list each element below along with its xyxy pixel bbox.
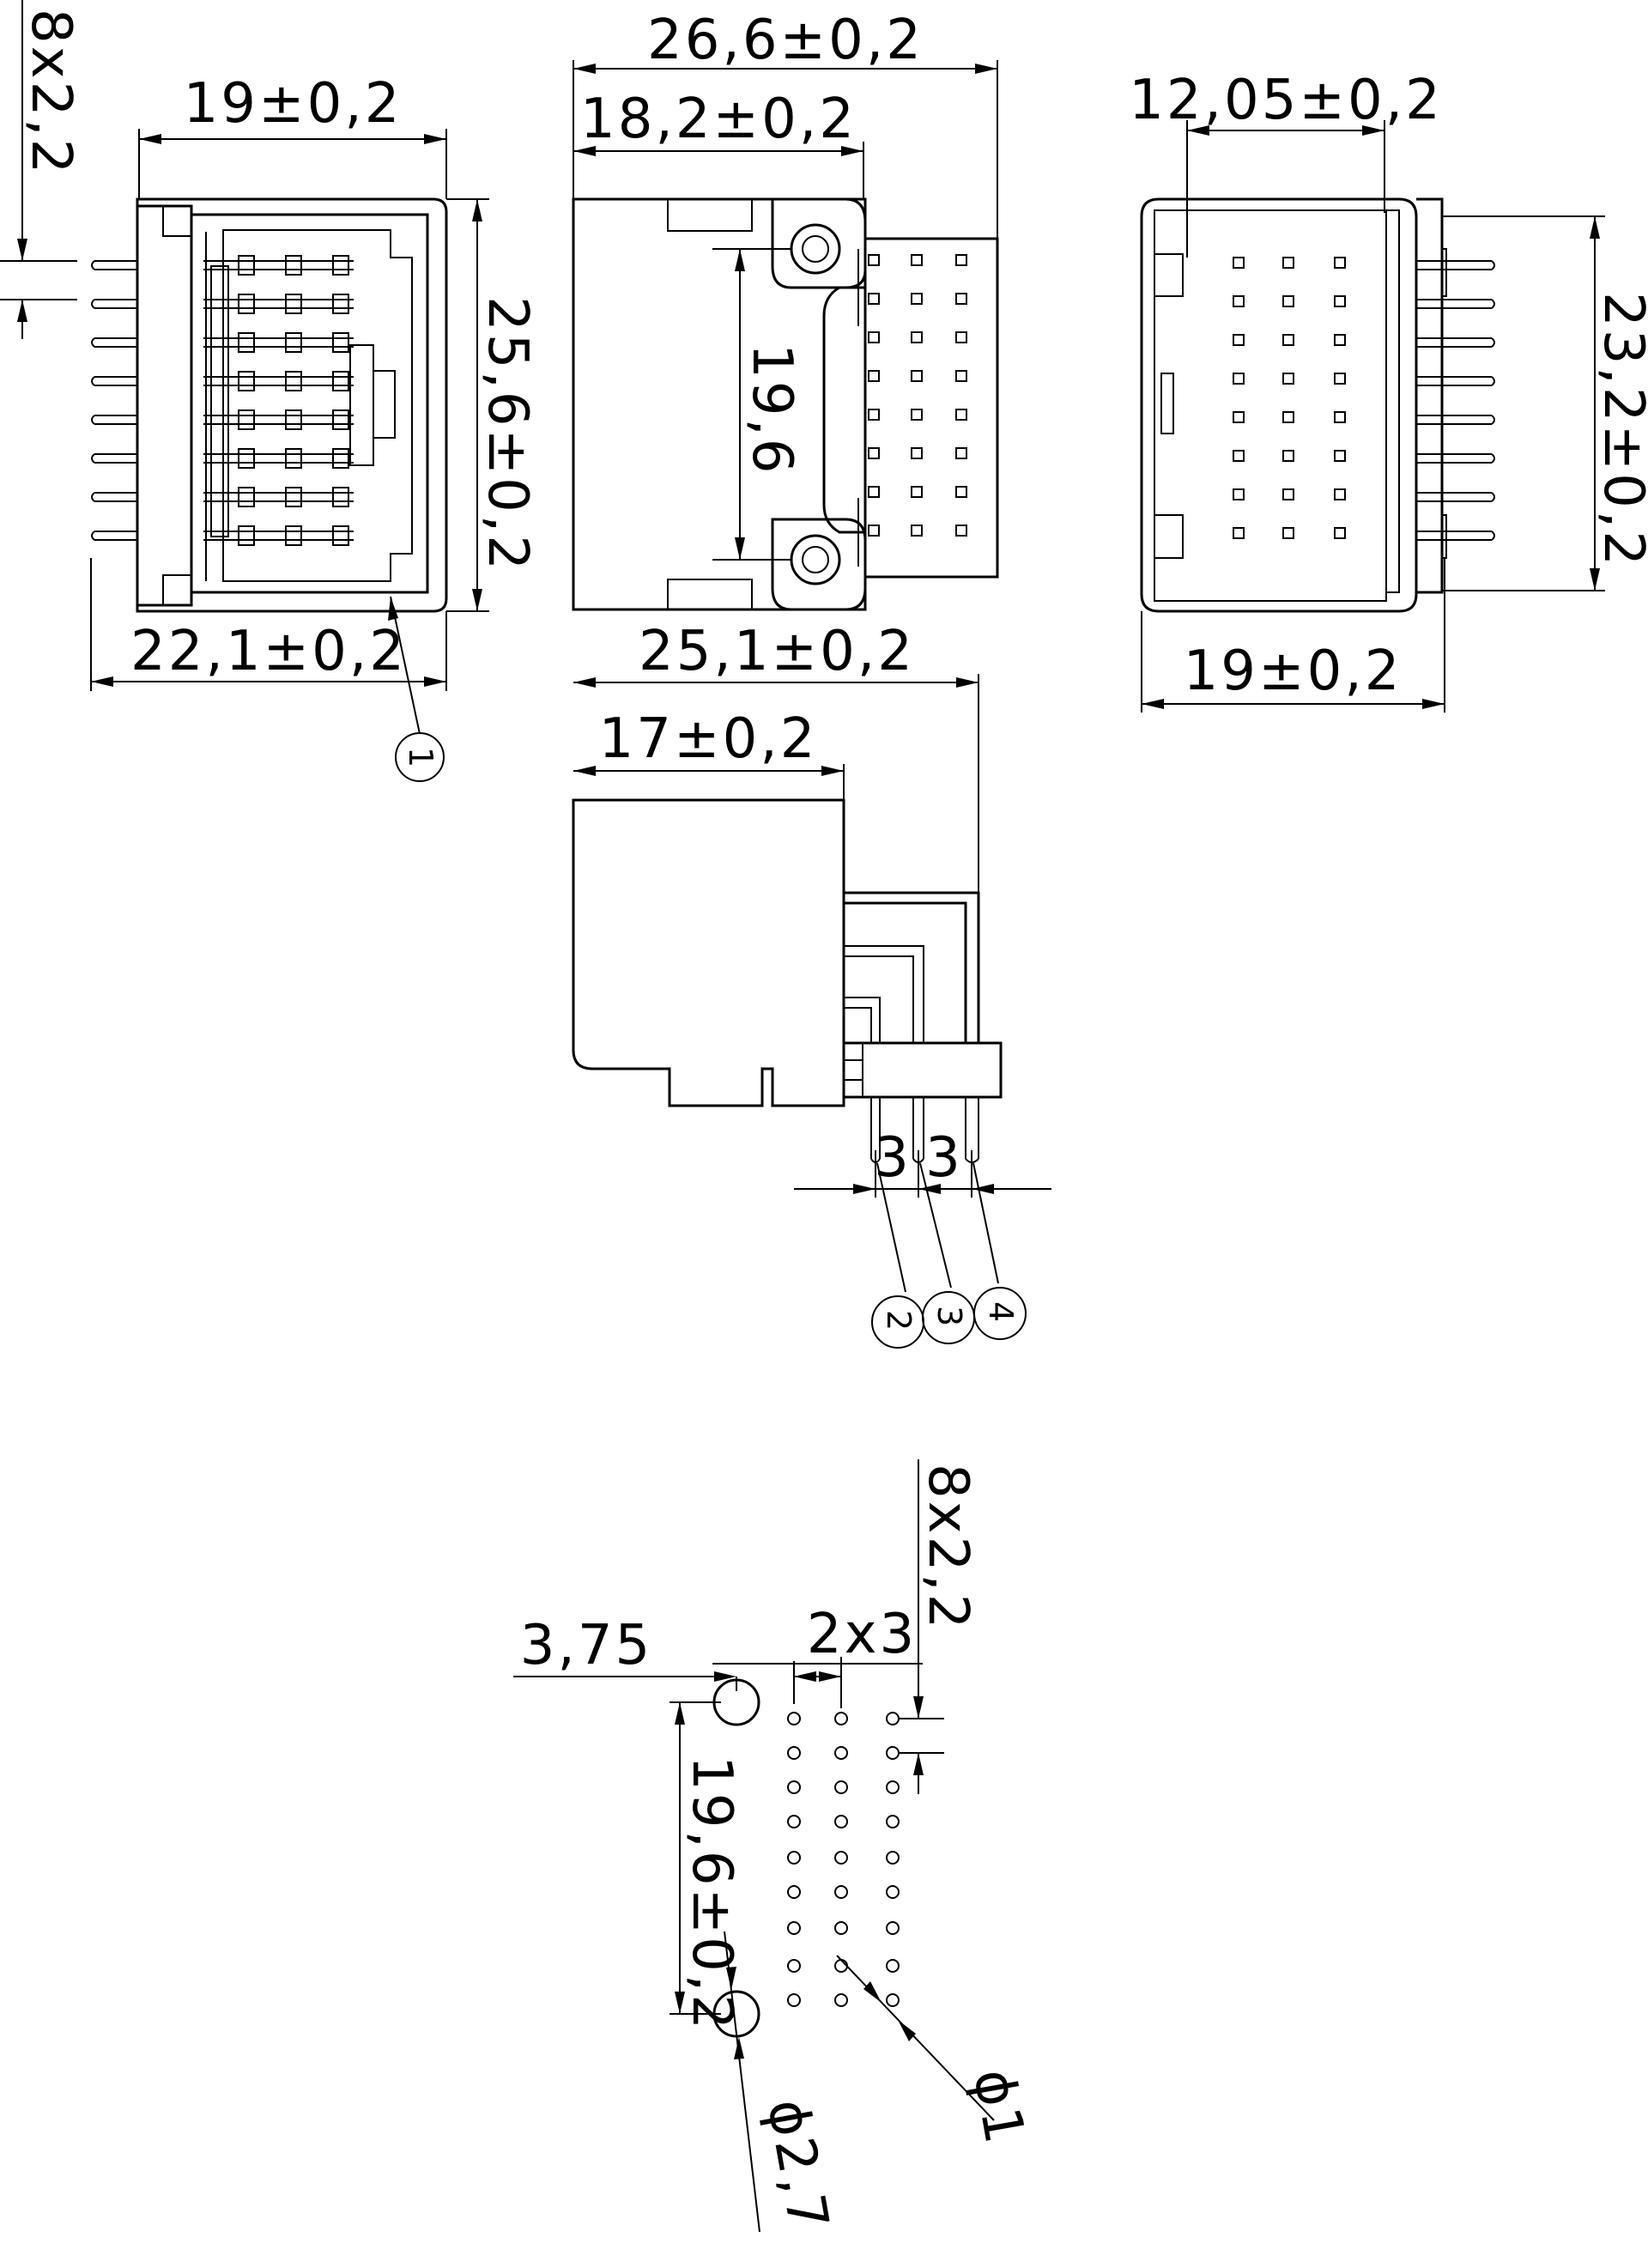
side-view-hole-top bbox=[790, 223, 841, 275]
dim-19-top: 19±0,2 bbox=[138, 72, 447, 199]
dim-12-05-label: 12,05±0,2 bbox=[1129, 69, 1443, 132]
dim-23-2-label: 23,2±0,2 bbox=[1591, 292, 1648, 568]
dim-18-2-label: 18,2±0,2 bbox=[580, 88, 857, 151]
dim-phi-1: ϕ1 bbox=[836, 1955, 1037, 2150]
dim-2x3: 2x3 bbox=[712, 1603, 923, 1708]
dim-17-label: 17±0,2 bbox=[599, 707, 818, 771]
dim-26-6: 26,6±0,2 bbox=[573, 9, 998, 239]
callout-2-label: 2 bbox=[880, 1310, 918, 1331]
front-view-pins bbox=[91, 260, 137, 541]
callouts-2-3-4: 2 3 4 bbox=[871, 1162, 1027, 1349]
top-view-body bbox=[572, 798, 845, 1107]
dim-19-right: 19±0,2 bbox=[1141, 558, 1445, 713]
dim-3-3: 3 3 bbox=[794, 1126, 1051, 1198]
front-view-latch bbox=[373, 370, 396, 439]
callout-4-label: 4 bbox=[982, 1301, 1020, 1322]
dim-25-1: 25,1±0,2 bbox=[573, 620, 979, 893]
dim-3-75-label: 3,75 bbox=[520, 1614, 653, 1677]
dim-8x2-2-left-label: 8x2,2 bbox=[19, 9, 82, 176]
callout-3-label: 3 bbox=[930, 1306, 968, 1326]
pcb-pin-holes bbox=[787, 1712, 900, 2007]
dim-19-6-pcb: 19,6±0,2 bbox=[670, 1701, 743, 2032]
dim-12-05: 12,05±0,2 bbox=[1129, 69, 1443, 258]
dim-3-75: 3,75 bbox=[513, 1614, 816, 1704]
dim-19-top-label: 19±0,2 bbox=[184, 72, 403, 136]
dim-26-6-label: 26,6±0,2 bbox=[647, 9, 924, 72]
dim-phi-1-label: ϕ1 bbox=[960, 2065, 1036, 2150]
dim-3-b-label: 3 bbox=[925, 1126, 963, 1190]
back-view-pin-grid bbox=[1233, 257, 1346, 539]
dim-phi-2-7-label: ϕ2,7 bbox=[754, 2095, 840, 2237]
back-view-pins bbox=[1416, 260, 1495, 541]
dim-22-1: 22,1±0,2 bbox=[90, 558, 447, 691]
side-view-hole-bottom bbox=[790, 534, 841, 585]
callout-1: 1 bbox=[388, 596, 445, 782]
dim-2x3-label: 2x3 bbox=[807, 1603, 917, 1666]
dim-3-a-label: 3 bbox=[874, 1126, 912, 1190]
back-view-body bbox=[1140, 197, 1418, 613]
front-view-body bbox=[136, 197, 448, 613]
pcb-layout: 3,75 2x3 8x2,2 19,6±0,2 bbox=[513, 1459, 1037, 2237]
top-view-header bbox=[842, 1041, 1003, 1099]
side-view: 26,6±0,2 18,2±0,2 19,6 bbox=[572, 9, 999, 611]
dim-19-6-pcb-label: 19,6±0,2 bbox=[680, 1756, 743, 2032]
callout-4 bbox=[973, 1287, 1027, 1340]
front-view-flange bbox=[136, 204, 193, 607]
front-view: 19±0,2 8x2,2 25,6±0,2 22,1±0,2 bbox=[0, 0, 539, 782]
callout-1-label: 1 bbox=[402, 747, 439, 767]
front-view-contacts bbox=[203, 255, 354, 546]
dim-25-6: 25,6±0,2 bbox=[446, 198, 539, 612]
dim-23-2: 23,2±0,2 bbox=[1442, 215, 1648, 591]
dim-18-2: 18,2±0,2 bbox=[573, 88, 864, 199]
front-view-cavity bbox=[222, 229, 413, 582]
dim-25-1-label: 25,1±0,2 bbox=[639, 620, 915, 683]
dim-19-right-label: 19±0,2 bbox=[1184, 640, 1403, 703]
dim-8x2-2-pcb-label: 8x2,2 bbox=[916, 1464, 979, 1631]
side-view-body bbox=[572, 197, 867, 611]
dim-25-6-label: 25,6±0,2 bbox=[476, 296, 539, 573]
dim-19-6-side: 19,6 bbox=[712, 248, 803, 561]
dim-8x2-2-left: 8x2,2 bbox=[0, 0, 82, 339]
top-view: 25,1±0,2 17±0,2 3 3 2 3 4 bbox=[572, 620, 1051, 1349]
dim-17: 17±0,2 bbox=[573, 707, 845, 800]
dim-22-1-label: 22,1±0,2 bbox=[130, 620, 407, 683]
back-view: 12,05±0,2 23,2±0,2 19±0,2 bbox=[1129, 69, 1648, 713]
side-view-pin-grid bbox=[868, 254, 967, 537]
dim-8x2-2-pcb: 8x2,2 bbox=[900, 1459, 979, 1794]
dim-19-6-side-label: 19,6 bbox=[740, 343, 803, 476]
